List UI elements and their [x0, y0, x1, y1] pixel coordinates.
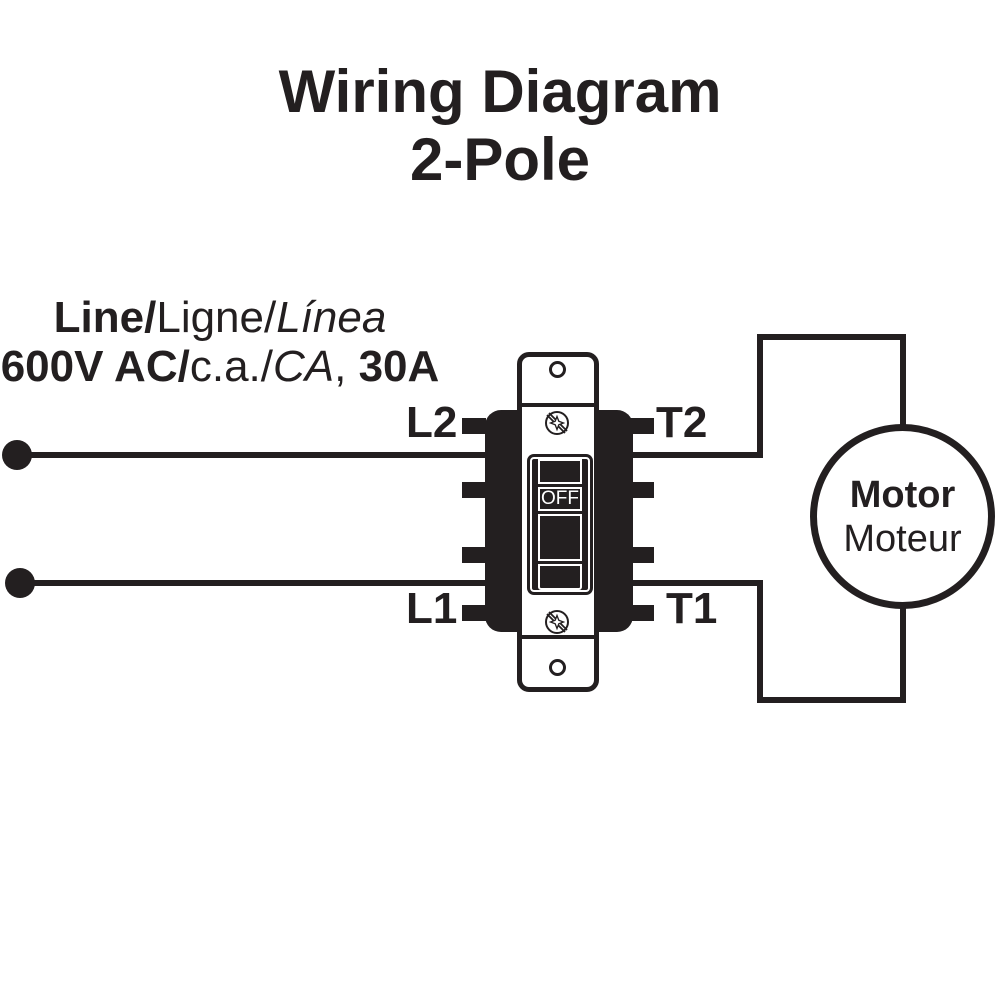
switch-rocker: OFF [527, 454, 593, 595]
rating-label: 600V AC/c.a./CA, 30A [0, 342, 440, 391]
motor-label-en: Motor [849, 473, 956, 516]
screw-icon-bottom [545, 610, 569, 634]
terminal-tab-l1 [462, 605, 486, 621]
terminal-tab-left-mid2 [462, 547, 486, 563]
terminal-tab-right-mid1 [630, 482, 654, 498]
wire-riser-t1 [757, 580, 763, 703]
wire-bottom-run [757, 697, 906, 703]
terminal-tab-t2 [630, 418, 654, 434]
motor-symbol: Motor Moteur [810, 424, 995, 609]
terminal-tab-t1 [630, 605, 654, 621]
mounting-hole-top [549, 361, 566, 378]
terminal-label-l2: L2 [406, 398, 458, 447]
rocker-segment-top [538, 459, 582, 484]
wire-top-run [757, 334, 906, 340]
terminal-label-t1: T1 [666, 584, 718, 633]
screw-icon-top [545, 411, 569, 435]
page-title: Wiring Diagram 2-Pole [0, 58, 1000, 194]
rocker-segment-middle [538, 513, 582, 561]
strap-divider-top [521, 403, 595, 407]
terminal-tab-left-mid1 [462, 482, 486, 498]
terminal-tab-l2 [462, 418, 486, 434]
rocker-segments: OFF [538, 459, 582, 591]
rocker-segment-bottom [538, 563, 582, 591]
rocker-frame [530, 457, 590, 592]
line-label: Line/Ligne/Línea [53, 293, 387, 342]
off-label: OFF [538, 486, 582, 511]
motor-label-fr: Moteur [843, 517, 962, 560]
terminal-label-t2: T2 [656, 398, 708, 447]
wire-line-l2 [16, 452, 488, 458]
strap-divider-bottom [521, 635, 595, 639]
line-rating-label: Line/Ligne/Línea 600V AC/c.a./CA, 30A [0, 293, 440, 391]
mounting-hole-bottom [549, 659, 566, 676]
wire-line-l1 [19, 580, 488, 586]
wire-motor-bottom-lead [900, 602, 906, 703]
title-line2: 2-Pole [409, 126, 591, 193]
terminal-tab-right-mid2 [630, 547, 654, 563]
wire-load-t1 [630, 580, 763, 586]
title-line1: Wiring Diagram [278, 58, 722, 125]
wire-riser-t2 [757, 334, 763, 458]
wire-load-t2 [630, 452, 763, 458]
terminal-label-l1: L1 [406, 584, 458, 633]
wire-motor-top-lead [900, 334, 906, 432]
